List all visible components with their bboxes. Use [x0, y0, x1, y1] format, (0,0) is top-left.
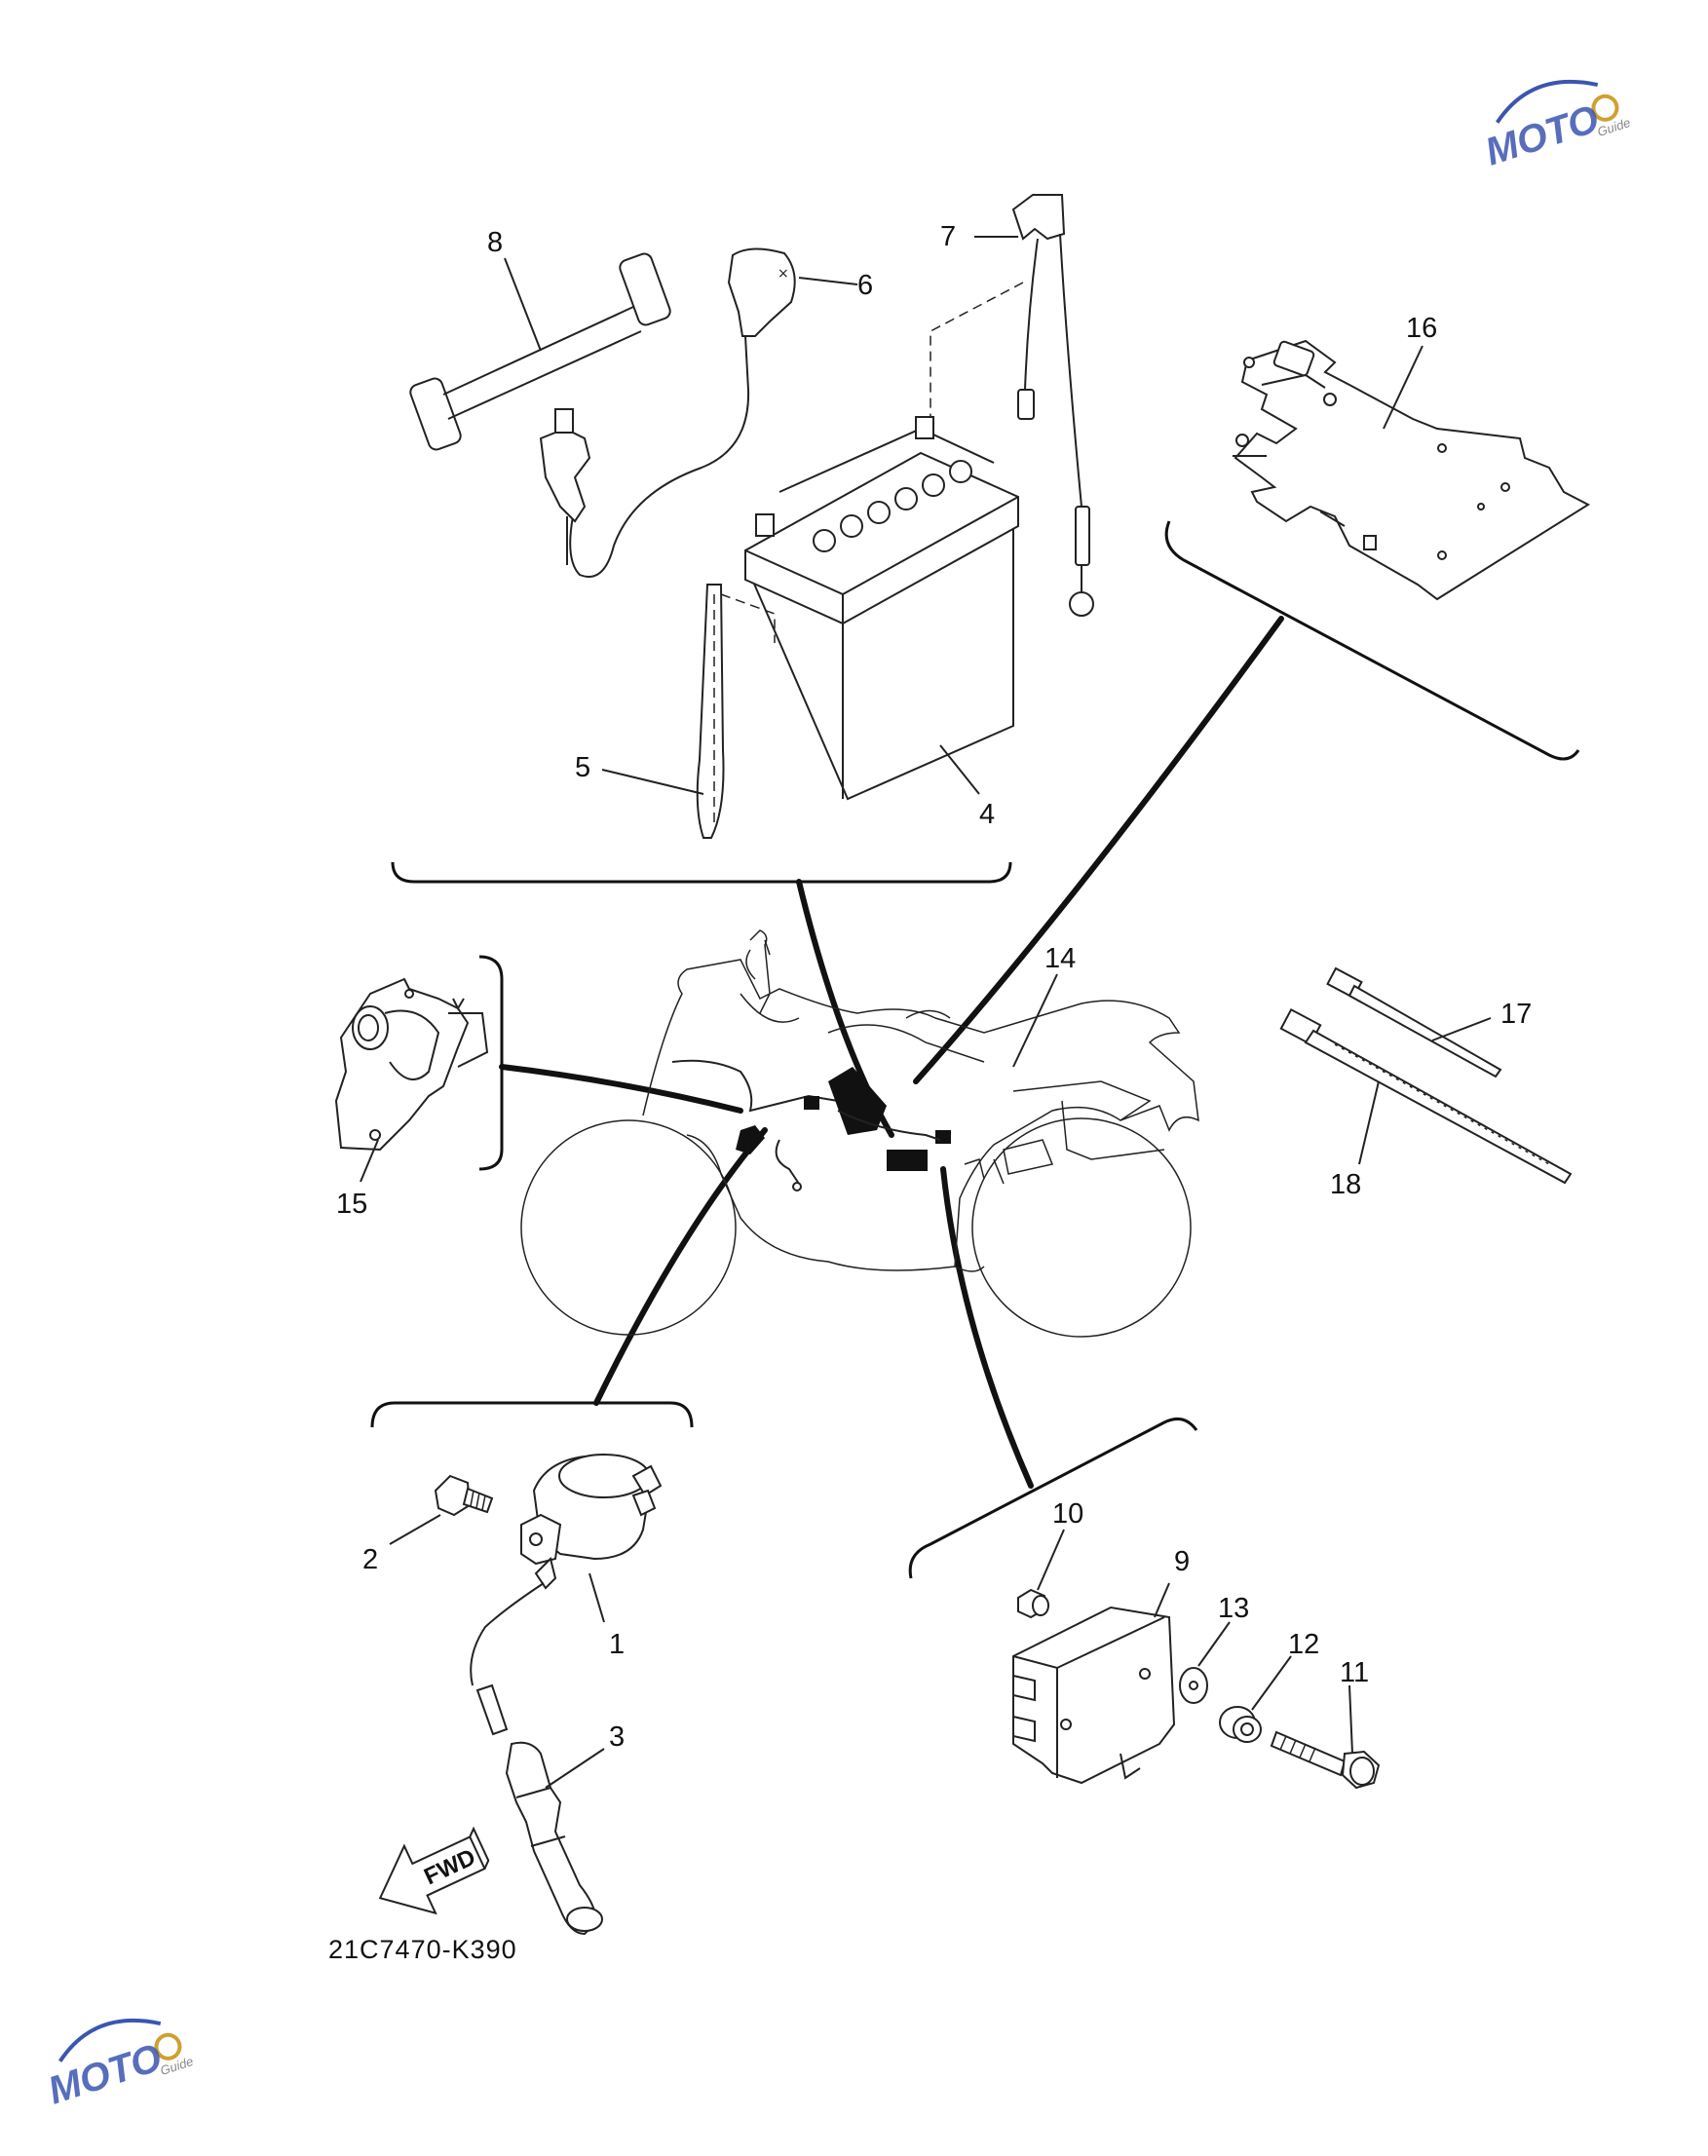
front-wheel: [520, 1119, 737, 1336]
leader-8: [504, 257, 542, 352]
leader-coil: [593, 1127, 768, 1406]
leader-rectifier: [940, 1166, 1034, 1489]
diagram-code: 21C7470-K390: [328, 1935, 517, 1964]
vent-dash: [720, 593, 776, 643]
bracket-group-rectifier: [908, 1417, 1198, 1579]
washer-leader: [1197, 1621, 1231, 1667]
terminal-cap: ×: [727, 247, 796, 337]
battery-band: [409, 252, 671, 451]
watermark-top: MOTO Guide: [1480, 79, 1632, 174]
ignition-coil: [470, 1454, 663, 1686]
callout-10: 10: [1052, 1498, 1083, 1530]
positive-dash: [930, 282, 1024, 419]
leader-16: [1383, 345, 1423, 430]
coil-bolt: [434, 1474, 494, 1517]
callout-14: 14: [1044, 943, 1076, 974]
bolt-leader: [389, 1514, 441, 1545]
svg-text:×: ×: [778, 266, 789, 282]
negative-terminal: [539, 408, 591, 565]
watermark-main-text: MOTO: [43, 2036, 167, 2113]
bracket-group-16: [1164, 520, 1580, 761]
battery-bracket-plate: [1233, 339, 1591, 601]
cable-tie-17: [1326, 966, 1502, 1078]
forward-arrow: FWD: [378, 1826, 490, 1915]
battery-caps: [813, 460, 972, 552]
motorcycle-silhouette: [520, 929, 1199, 1338]
leader-4: [939, 744, 980, 795]
nut-leader: [1037, 1529, 1065, 1591]
battery: [744, 416, 1019, 801]
wire-harness-leader: [1012, 973, 1058, 1068]
rectifier-leader: [1154, 1582, 1170, 1618]
leader-bracket-16: [913, 616, 1284, 1084]
bracket-group-15: [478, 955, 504, 1171]
callout-6: 6: [857, 270, 873, 301]
cable-tie-18: [1279, 1007, 1573, 1185]
leader-18: [1358, 1080, 1380, 1165]
collar: [1219, 1706, 1262, 1743]
leader-15: [499, 1064, 743, 1114]
callout-8: 8: [487, 227, 503, 258]
callout-9: 9: [1174, 1546, 1190, 1577]
positive-lead: [1011, 194, 1094, 617]
rectifier-regulator: [1012, 1606, 1176, 1785]
long-bolt-leader: [1348, 1684, 1353, 1755]
bracket-group-coil: [370, 1401, 694, 1428]
watermark-main-text: MOTO: [1480, 97, 1604, 174]
callout-5: 5: [575, 752, 590, 783]
spark-plug-cap: [475, 1683, 603, 1936]
collar-leader: [1251, 1655, 1292, 1711]
callout-7: 7: [940, 221, 956, 252]
callout-17: 17: [1500, 999, 1532, 1030]
callout-3: 3: [609, 1721, 625, 1753]
callout-13: 13: [1218, 1593, 1249, 1624]
plug-cap-leader: [545, 1748, 605, 1789]
leader-5: [601, 769, 704, 795]
ignition-unit: [334, 977, 489, 1152]
rectifier-bolt: [1270, 1730, 1381, 1790]
callout-11: 11: [1340, 1657, 1369, 1688]
leader-15-label: [360, 1139, 379, 1183]
negative-lead: [569, 335, 750, 578]
callout-2: 2: [362, 1544, 378, 1575]
callout-4: 4: [979, 799, 995, 830]
washer: [1179, 1667, 1208, 1704]
rectifier-nut: [1017, 1588, 1049, 1619]
leader-6: [798, 277, 858, 285]
leader-17: [1431, 1017, 1492, 1041]
battery-group-bracket: [391, 861, 1012, 884]
callout-12: 12: [1288, 1629, 1319, 1660]
callout-15: 15: [336, 1189, 367, 1220]
callout-18: 18: [1330, 1169, 1361, 1200]
coil-leader: [588, 1572, 605, 1623]
watermark-bottom: MOTO Guide: [43, 2018, 195, 2113]
callout-1: 1: [609, 1629, 625, 1660]
rear-wheel: [971, 1117, 1192, 1338]
callout-16: 16: [1406, 313, 1437, 344]
breather-hose: [696, 584, 725, 839]
